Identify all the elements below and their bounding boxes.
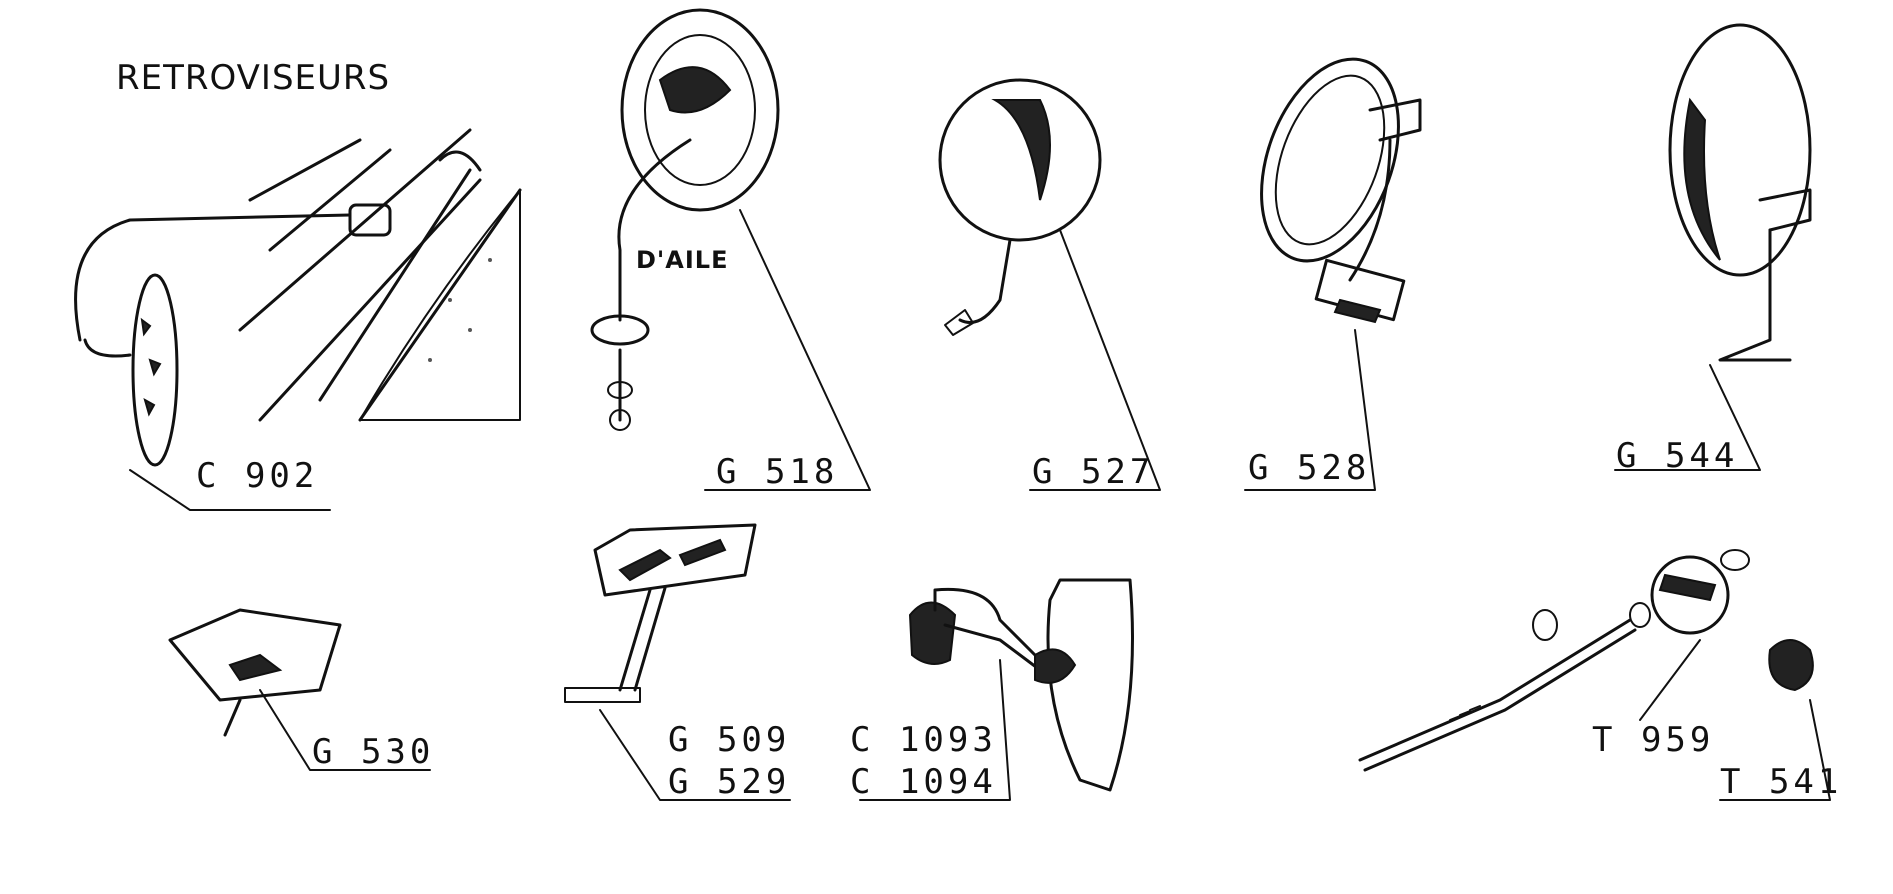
part-ref-t541: T 541 xyxy=(1720,762,1843,802)
mirror-g544-drawing xyxy=(1614,23,1812,471)
mirror-c1093-drawing xyxy=(859,578,1134,801)
part-ref-g518: G 518 xyxy=(716,452,839,492)
knob-t541-drawing xyxy=(1719,639,1831,801)
page-title: RETROVISEURS xyxy=(116,58,391,98)
part-ref-c1093: C 1093 xyxy=(850,720,997,760)
mirror-t959-drawing xyxy=(1358,549,1750,772)
mirror-g530-drawing xyxy=(168,608,431,771)
mirror-g509-drawing xyxy=(564,523,791,801)
mirror-c902-drawing xyxy=(74,128,522,511)
mirror-g527-drawing xyxy=(938,78,1161,491)
mirror-g528-drawing xyxy=(1244,57,1422,491)
part-ref-g509: G 509 xyxy=(668,720,791,760)
part-ref-g544: G 544 xyxy=(1616,436,1739,476)
part-ref-g527: G 527 xyxy=(1032,452,1155,492)
wing-mirror-note: D'AILE xyxy=(636,246,729,274)
part-ref-g529: G 529 xyxy=(668,762,791,802)
part-ref-g528: G 528 xyxy=(1248,448,1371,488)
part-ref-t959: T 959 xyxy=(1592,720,1715,760)
part-ref-c1094: C 1094 xyxy=(850,762,997,802)
part-ref-c902: C 902 xyxy=(196,456,319,496)
part-ref-g530: G 530 xyxy=(312,732,435,772)
mirror-g518-drawing xyxy=(590,8,871,491)
